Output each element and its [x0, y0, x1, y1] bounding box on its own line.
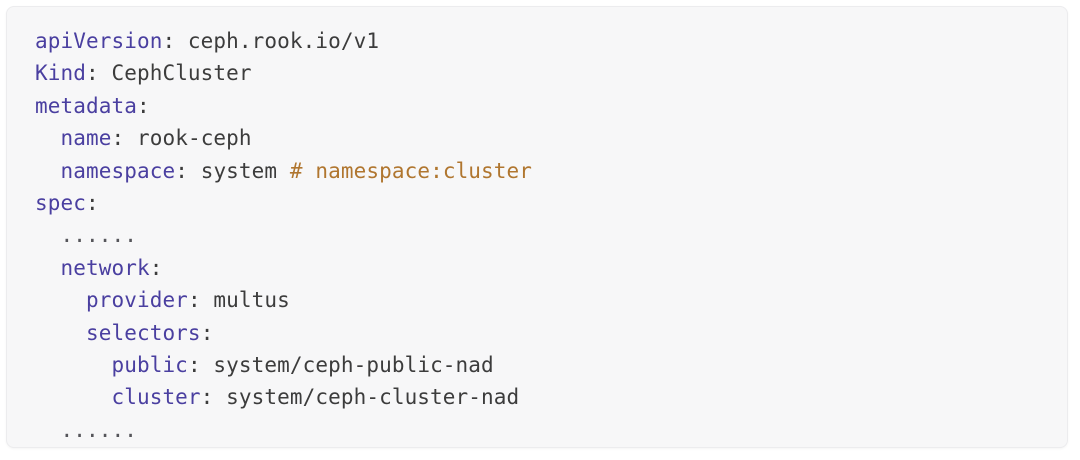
yaml-key: namespace — [60, 158, 176, 183]
yaml-colon: : — [85, 61, 99, 86]
yaml-colon: : — [85, 190, 99, 215]
yaml-key: selectors — [85, 320, 201, 345]
yaml-comment: # namespace:cluster — [289, 158, 533, 183]
yaml-value: multus — [200, 288, 290, 313]
code-ellipsis: ...... — [60, 223, 137, 248]
code-ellipsis: ...... — [60, 417, 137, 442]
code-line: ...... — [35, 219, 532, 251]
code-line: metadata: — [35, 90, 532, 122]
yaml-key: name — [60, 126, 112, 151]
code-line: Kind: CephCluster — [35, 57, 532, 89]
yaml-value: system — [187, 158, 290, 183]
code-line: name: rook-ceph — [35, 122, 532, 154]
yaml-colon: : — [187, 352, 201, 377]
yaml-colon: : — [162, 29, 176, 53]
code-line: apiVersion: ceph.rook.io/v1 — [35, 25, 532, 57]
yaml-value: CephCluster — [98, 61, 252, 86]
code-line: network: — [35, 252, 532, 284]
code-line: selectors: — [35, 317, 532, 349]
yaml-value: system/ceph-public-nad — [200, 352, 494, 377]
yaml-colon: : — [187, 288, 201, 313]
yaml-colon: : — [149, 255, 163, 280]
yaml-key: apiVersion — [35, 29, 163, 53]
yaml-key: cluster — [111, 385, 201, 410]
yaml-colon: : — [200, 320, 214, 345]
yaml-key: Kind — [35, 61, 86, 86]
code-line: namespace: system # namespace:cluster — [35, 155, 532, 187]
yaml-key: spec — [35, 190, 86, 215]
yaml-value: rook-ceph — [124, 126, 252, 151]
yaml-colon: : — [136, 93, 150, 118]
code-line: public: system/ceph-public-nad — [35, 349, 532, 381]
yaml-value: ceph.rook.io/v1 — [175, 29, 380, 53]
code-line: cluster: system/ceph-cluster-nad — [35, 381, 532, 413]
code-line: spec: — [35, 187, 532, 219]
yaml-colon: : — [200, 385, 214, 410]
code-line: provider: multus — [35, 284, 532, 316]
yaml-key: public — [111, 352, 188, 377]
yaml-colon: : — [175, 158, 188, 183]
code-line: ...... — [35, 414, 532, 446]
yaml-key: network — [60, 255, 150, 280]
yaml-key: metadata — [35, 93, 137, 118]
yaml-colon: : — [111, 126, 125, 151]
yaml-key: provider — [85, 288, 188, 313]
yaml-value: system/ceph-cluster-nad — [213, 385, 520, 410]
